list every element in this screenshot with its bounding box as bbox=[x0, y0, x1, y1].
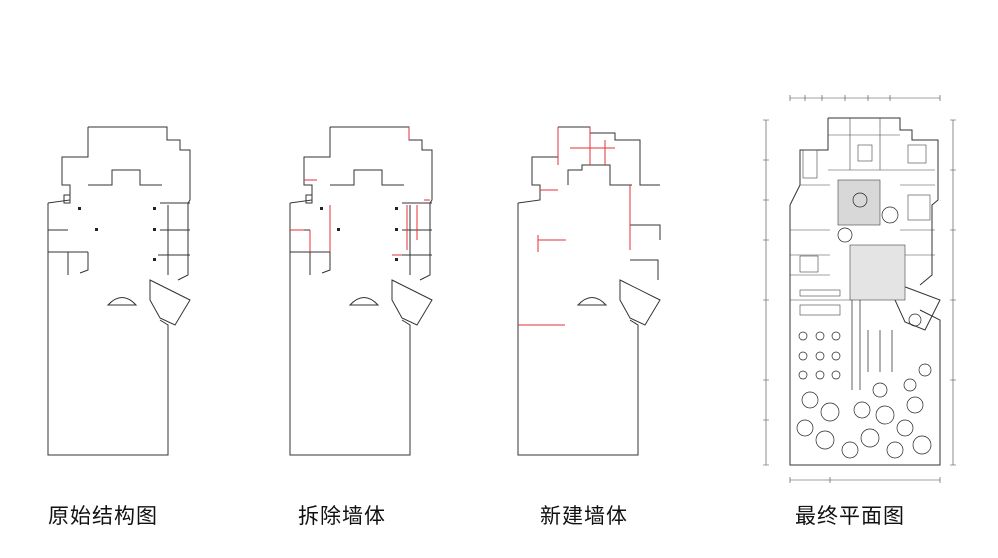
caption-original-structure: 原始结构图 bbox=[48, 504, 158, 528]
caption-new-walls: 新建墙体 bbox=[540, 504, 628, 528]
plan-original bbox=[47, 126, 191, 456]
plan-final bbox=[763, 95, 956, 483]
caption-demolition-walls: 拆除墙体 bbox=[298, 504, 386, 528]
caption-final-plan: 最终平面图 bbox=[795, 504, 905, 528]
plan-demolition bbox=[289, 126, 433, 456]
plan-new-walls bbox=[517, 126, 661, 456]
